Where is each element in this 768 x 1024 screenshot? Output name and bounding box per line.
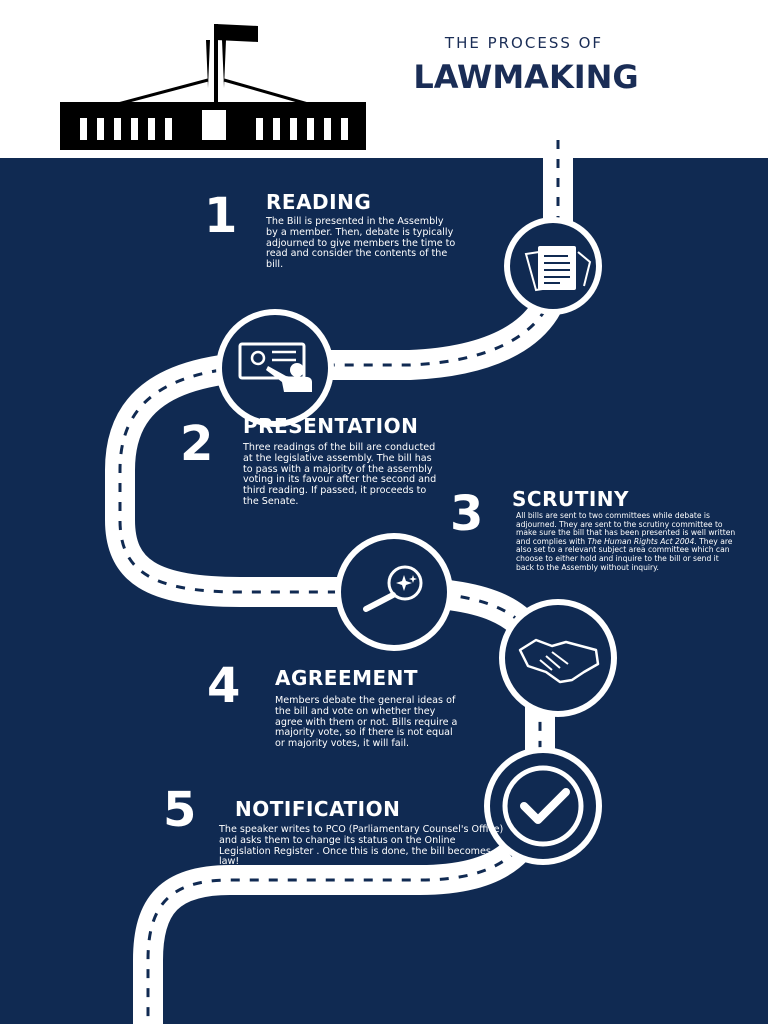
header-subtitle: THE PROCESS OF — [444, 34, 604, 52]
step-2-text: Three readings of the bill are conducted… — [243, 442, 437, 507]
step-4-title: AGREEMENT — [275, 666, 419, 690]
step-3-title: SCRUTINY — [512, 487, 630, 511]
step-3-text: All bills are sent to two committees whi… — [516, 511, 738, 572]
handshake-icon — [499, 599, 617, 717]
step-4-number: 4 — [207, 658, 241, 714]
step-3-text-part2: They are also set to a relevant subject … — [516, 536, 733, 572]
step-1-number: 1 — [204, 188, 238, 244]
step-3-text-italic: The Human Rights Act 2004. — [587, 536, 697, 546]
step-3-text-part1: All bills are sent to two committees whi… — [516, 511, 736, 546]
step-5-number: 5 — [163, 782, 197, 838]
step-2-title: PRESENTATION — [243, 414, 419, 438]
checkmark-icon — [484, 747, 602, 865]
step-4-text: Members debate the general ideas of the … — [275, 695, 458, 750]
step-2-number: 2 — [180, 416, 214, 472]
step-1-text: The Bill is presented in the Assembly by… — [266, 216, 456, 271]
step-5-title: NOTIFICATION — [235, 797, 401, 821]
step-5-text: The speaker writes to PCO (Parliamentary… — [219, 824, 504, 868]
step-3-number: 3 — [450, 486, 484, 542]
magnifier-icon — [335, 533, 453, 651]
header-title: LAWMAKING — [413, 58, 639, 96]
documents-icon — [504, 217, 602, 315]
step-1-title: READING — [266, 190, 372, 214]
presenter-icon — [216, 309, 334, 427]
